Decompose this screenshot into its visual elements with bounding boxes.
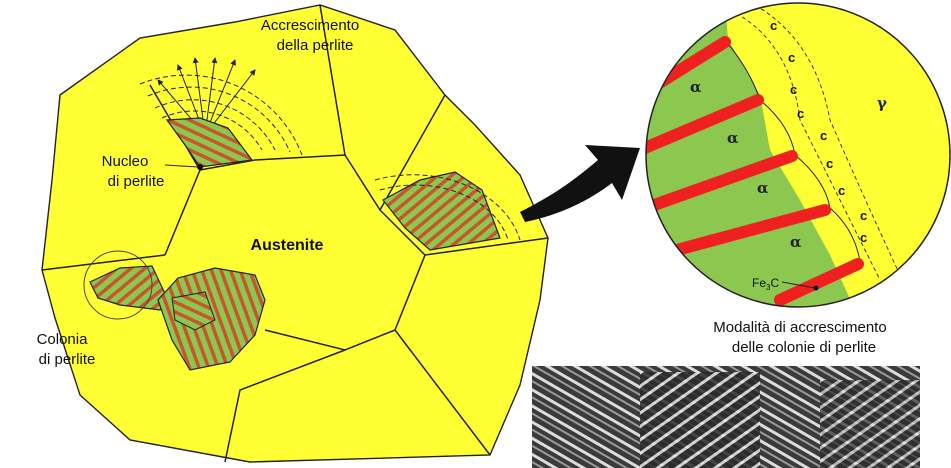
svg-text:c: c [860, 208, 867, 223]
alpha-label-2: α [727, 129, 739, 147]
growth-label-line2: della perlite [277, 37, 354, 54]
nucleus-point [197, 164, 203, 170]
pearlite-colony-right [382, 171, 501, 251]
caption-line2: delle colonie di perlite [732, 339, 876, 356]
nucleus-label-line2: di perlite [108, 173, 165, 190]
growth-arcs [139, 74, 303, 156]
colony-label-line1: Colonia [37, 331, 89, 348]
right-colony-arcs [374, 174, 521, 241]
svg-text:c: c [797, 106, 804, 121]
svg-text:c: c [770, 18, 777, 33]
fe3c-leader [781, 281, 816, 289]
micrograph-image [532, 366, 920, 468]
gamma-label: γ [877, 94, 887, 112]
colony-highlight-circle [83, 250, 153, 320]
svg-text:c: c [860, 230, 867, 245]
svg-text:c: c [826, 156, 833, 171]
pearlite-colony-top [165, 117, 254, 168]
growth-detail-circle [646, 3, 950, 307]
pearlite-colony-center-b [171, 291, 216, 331]
nucleus-label-line1: Nucleo [102, 153, 149, 170]
fe3c-label: Fe3C [752, 276, 779, 292]
fe3c-point [813, 285, 819, 291]
growth-label-line1: Accrescimento [261, 17, 359, 34]
austenite-label: Austenite [251, 237, 324, 254]
caption-line1: Modalità di accrescimento [713, 319, 886, 336]
detail-circle-outline [645, 2, 951, 308]
svg-text:c: c [820, 128, 827, 143]
alpha-label-4: α [790, 233, 802, 251]
svg-text:c: c [790, 82, 797, 97]
grain-boundaries [41, 4, 549, 463]
alpha-label-3: α [757, 179, 769, 197]
svg-text:c: c [788, 50, 795, 65]
svg-text:c: c [838, 183, 845, 198]
colony-label-line2: di perlite [39, 351, 96, 368]
nucleus-leader [164, 164, 199, 168]
carbon-labels: c c c c c c c c c [770, 18, 867, 245]
black-arrow-icon [520, 145, 640, 222]
alpha-label-1: α [690, 78, 702, 96]
